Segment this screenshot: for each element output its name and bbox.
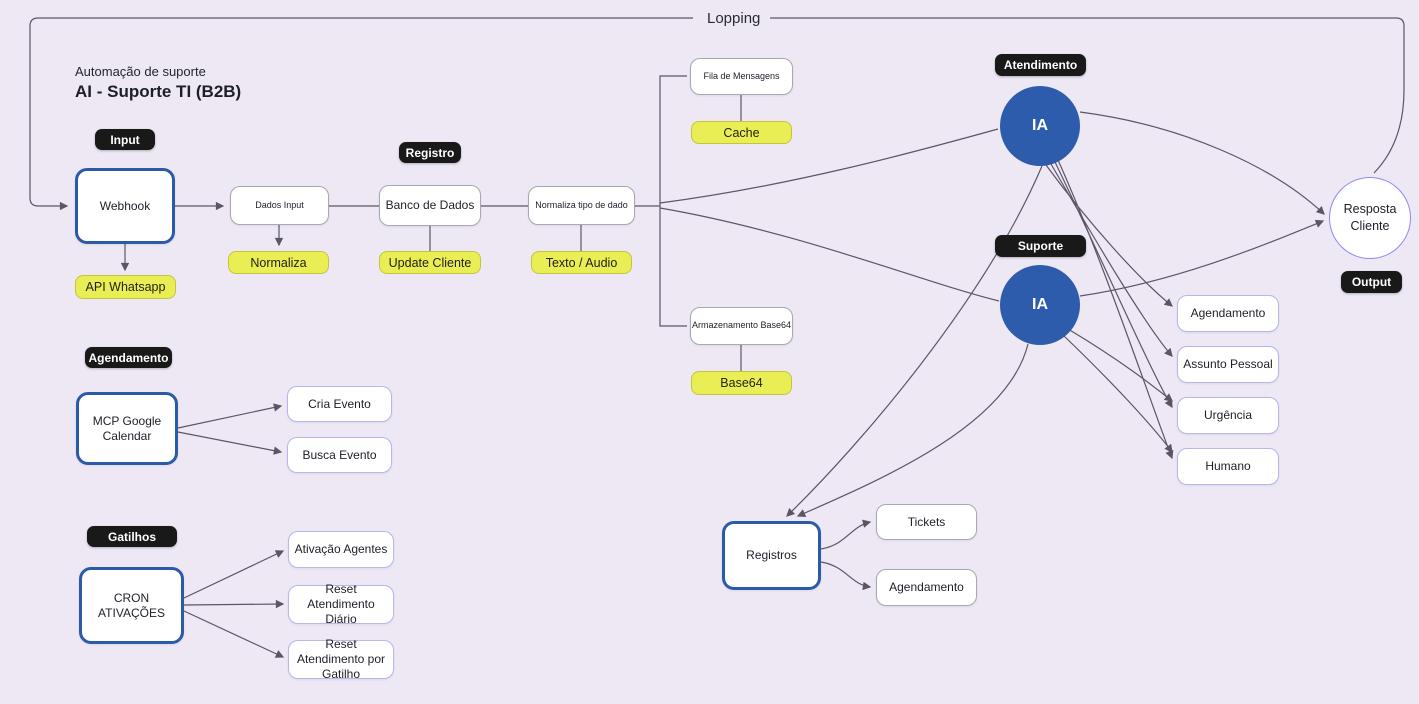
edge-registros-agendamento [820, 561, 872, 591]
node-ativacao-agentes[interactable]: Ativação Agentes [288, 531, 394, 568]
badge-agendamento[interactable]: Agendamento [85, 347, 172, 368]
edge-cron-resetgatilho [183, 610, 285, 658]
node-api-whatsapp[interactable]: API Whatsapp [75, 275, 176, 299]
badge-output[interactable]: Output [1341, 271, 1402, 293]
edge-junction-ia1 [659, 128, 999, 204]
node-resposta-cliente[interactable]: Resposta Cliente [1329, 177, 1411, 259]
node-normaliza-tipo[interactable]: Normaliza tipo de dado [528, 186, 635, 225]
edge-registros-tickets [820, 519, 872, 550]
edge-ia1-assunto [1050, 163, 1173, 357]
node-cria-evento[interactable]: Cria Evento [287, 386, 392, 422]
node-tickets[interactable]: Tickets [876, 504, 977, 540]
node-ia-atendimento[interactable]: IA [1000, 86, 1080, 166]
node-armazenamento-base64[interactable]: Armazenamento Base64 [690, 307, 793, 345]
badge-input[interactable]: Input [95, 129, 155, 150]
node-ia-suporte[interactable]: IA [1000, 265, 1080, 345]
loop-line-left [29, 17, 693, 211]
badge-gatilhos[interactable]: Gatilhos [87, 526, 177, 547]
loop-line-right [764, 17, 1405, 174]
edge-junction-fila [659, 75, 687, 206]
edge-junction-armazenamento [659, 206, 687, 327]
node-agendamento-registro[interactable]: Agendamento [876, 569, 977, 606]
edge-mcp-cria [177, 403, 283, 429]
edge-junction-ia2 [659, 207, 1000, 302]
edge-ia2-urgencia [1067, 328, 1173, 402]
badge-atendimento[interactable]: Atendimento [995, 54, 1086, 76]
node-update-cliente[interactable]: Update Cliente [379, 251, 481, 274]
node-webhook[interactable]: Webhook [75, 168, 175, 244]
badge-suporte[interactable]: Suporte [995, 235, 1086, 257]
edge-cron-resetdiario [183, 599, 285, 609]
node-humano[interactable]: Humano [1177, 448, 1279, 485]
node-reset-atendimento-diario[interactable]: Reset Atendimento Diário [288, 582, 394, 626]
diagram-title: AI - Suporte TI (B2B) [75, 82, 242, 101]
node-cache[interactable]: Cache [691, 121, 792, 144]
edge-ia1-registros [786, 165, 1043, 517]
diagram-subtitle: Automação de suporte [75, 64, 206, 79]
edge-ia1-humano [1057, 159, 1174, 460]
edge-ia2-humano [1062, 334, 1173, 454]
node-urgencia[interactable]: Urgência [1177, 397, 1279, 434]
edge-ia1-agendamento [1045, 164, 1173, 307]
node-dados-input[interactable]: Dados Input [230, 186, 329, 225]
edge-ia1-resposta [1079, 111, 1325, 215]
node-busca-evento[interactable]: Busca Evento [287, 437, 392, 473]
node-agendamento-class[interactable]: Agendamento [1177, 295, 1279, 332]
node-fila-mensagens[interactable]: Fila de Mensagens [690, 58, 793, 95]
edge-cron-ativacao [183, 550, 285, 599]
edge-mcp-busca [177, 431, 283, 455]
diagram-heading: Automação de suporte AI - Suporte TI (B2… [75, 64, 241, 102]
node-reset-atendimento-gatilho[interactable]: Reset Atendimento por Gatilho [288, 637, 394, 681]
node-texto-audio[interactable]: Texto / Audio [531, 251, 632, 274]
node-normaliza[interactable]: Normaliza [228, 251, 329, 274]
node-base64[interactable]: Base64 [691, 371, 792, 395]
edge-ia2-resposta [1079, 219, 1325, 297]
node-registros[interactable]: Registros [722, 521, 821, 590]
edge-ia1-urgencia [1054, 161, 1173, 409]
node-assunto-pessoal[interactable]: Assunto Pessoal [1177, 346, 1279, 383]
node-mcp-google-calendar[interactable]: MCP Google Calendar [76, 392, 178, 465]
node-cron-ativacoes[interactable]: CRON ATIVAÇÕES [79, 567, 184, 644]
loop-title: Lopping [697, 10, 771, 27]
node-banco-de-dados[interactable]: Banco de Dados [379, 185, 481, 226]
badge-registro[interactable]: Registro [399, 142, 461, 163]
edge-ia2-registros [796, 343, 1029, 517]
